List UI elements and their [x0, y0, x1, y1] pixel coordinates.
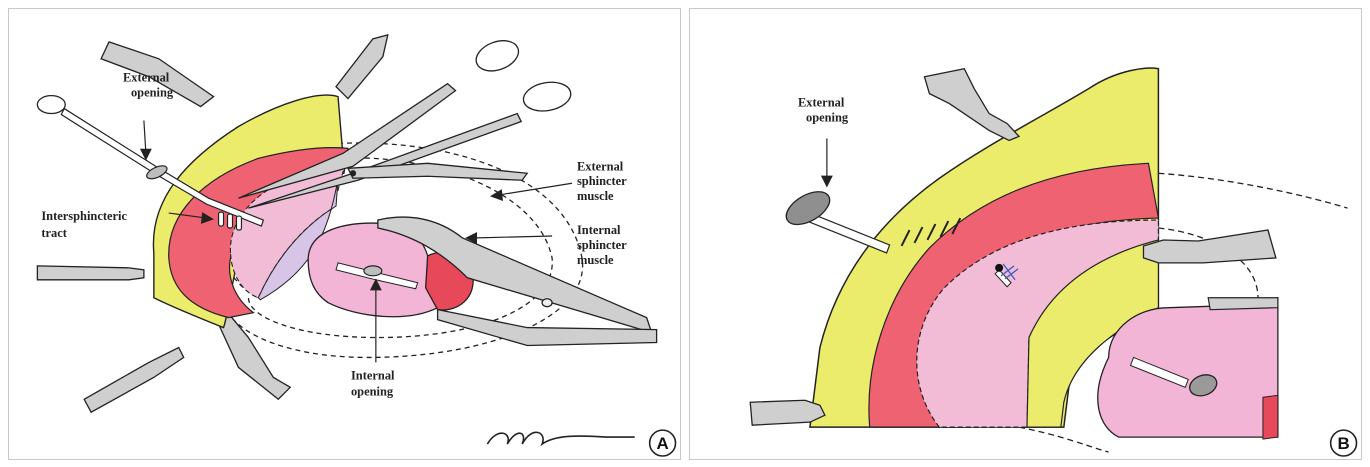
rectal-wall-cut-b	[1263, 395, 1278, 439]
panel-b: External opening B	[689, 8, 1362, 460]
signature	[487, 432, 634, 444]
retractor-bottom-left	[84, 347, 184, 412]
svg-text:A: A	[656, 434, 668, 453]
label-intersphincteric-tract: Intersphincteric tract	[41, 209, 130, 240]
probe-b	[781, 185, 890, 253]
label-external-sphincter: External sphincter muscle	[577, 159, 630, 203]
label-external-opening: External opening	[123, 71, 174, 100]
rectal-retractor-b	[1208, 298, 1278, 310]
scissors-ring-2	[521, 79, 573, 115]
badge-b: B	[1331, 430, 1357, 456]
retractor-left	[37, 266, 144, 280]
panel-a: External opening Intersphincteric tract …	[8, 8, 681, 460]
internal-opening-marker	[364, 266, 382, 276]
panel-a-illustration: External opening Intersphincteric tract …	[9, 9, 680, 459]
badge-a: A	[650, 430, 676, 456]
scissors-ring-1	[472, 35, 523, 76]
retractor-bottom	[216, 308, 291, 400]
label-internal-sphincter: Internal sphincter muscle	[577, 223, 630, 267]
panel-b-illustration: External opening B	[690, 9, 1361, 459]
retractor-right-b	[1143, 230, 1275, 263]
label-internal-opening: Internal opening	[351, 368, 398, 398]
retractor-hinge	[542, 299, 552, 307]
retractor-top	[336, 35, 388, 99]
label-external-opening-b: External opening	[798, 96, 849, 125]
probe-handle	[37, 96, 65, 114]
svg-text:B: B	[1337, 434, 1349, 453]
retractor-top-b	[924, 69, 1019, 141]
arrow-b	[822, 138, 832, 186]
